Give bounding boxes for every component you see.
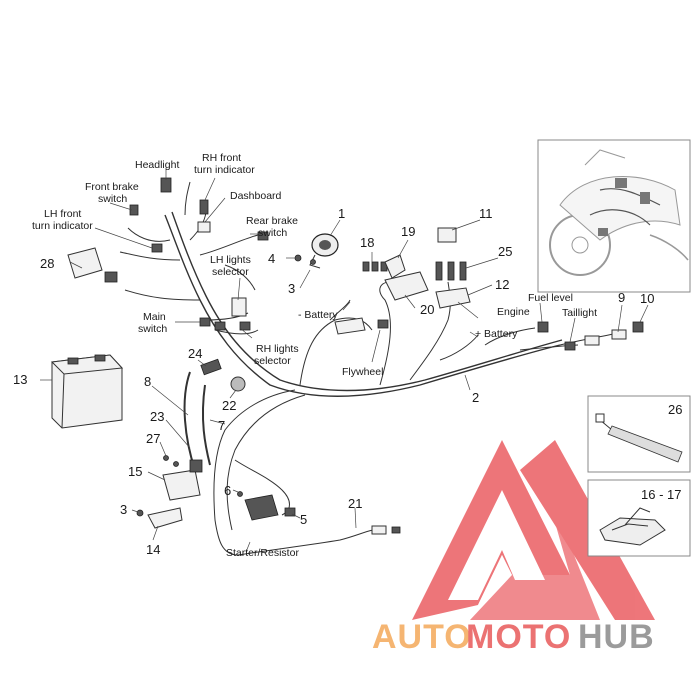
label-plus-battery: + Battery <box>475 328 518 340</box>
label-lh-lights-2: selector <box>212 266 249 278</box>
label-lh-front-2: turn indicator <box>32 220 93 232</box>
taillight-connector <box>564 341 576 351</box>
callout-24: 24 <box>188 346 202 361</box>
callout-4: 4 <box>268 251 275 266</box>
watermark-auto: AUTO <box>372 618 472 656</box>
inset-part-26 <box>587 395 691 473</box>
label-engine: Engine <box>497 306 530 318</box>
fuel-level-connector <box>537 321 549 333</box>
label-rh-front-2: turn indicator <box>194 164 255 176</box>
label-minus-battery: - Battery <box>298 309 338 321</box>
callout-18: 18 <box>360 235 374 250</box>
callout-10: 10 <box>640 291 654 306</box>
rh-turn-connector <box>199 199 209 215</box>
callout-16-17: 16 - 17 <box>641 487 681 502</box>
label-taillight: Taillight <box>562 307 597 319</box>
battery-13 <box>50 354 124 429</box>
watermark-moto: MOTO <box>466 618 571 656</box>
callout-21: 21 <box>348 496 362 511</box>
cable-21 <box>371 525 401 535</box>
callout-13: 13 <box>13 372 27 387</box>
relay-11 <box>437 227 457 243</box>
callout-1: 1 <box>338 206 345 221</box>
callout-25: 25 <box>498 244 512 259</box>
callout-11: 11 <box>479 206 493 221</box>
bike-overview-inset <box>537 139 691 293</box>
callout-19: 19 <box>401 224 415 239</box>
callout-5: 5 <box>300 512 307 527</box>
leader-lines <box>40 168 649 553</box>
callout-14: 14 <box>146 542 160 557</box>
bracket-14 <box>136 507 183 529</box>
callout-26: 26 <box>668 402 682 417</box>
callout-27: 27 <box>146 431 160 446</box>
callout-numbers: 1 2 3 3 4 5 6 7 8 9 10 11 12 13 14 15 18… <box>13 206 682 557</box>
callout-8: 8 <box>144 374 151 389</box>
label-front-brake-1: Front brake <box>85 181 139 193</box>
main-switch-connector <box>199 317 211 327</box>
headlight-connector <box>160 177 172 193</box>
relays-25-12 <box>435 261 471 309</box>
label-main-switch-1: Main <box>143 311 166 323</box>
label-rh-lights-1: RH lights <box>256 343 299 355</box>
component-labels: Headlight RH front turn indicator Front … <box>32 152 597 559</box>
watermark-hub: HUB <box>578 618 655 656</box>
callout-7: 7 <box>218 418 225 433</box>
hoses-8-23-24 <box>183 358 246 471</box>
fuse-box-19 <box>384 254 429 301</box>
rh-lights-connector <box>239 321 251 331</box>
lh-lights-connector <box>231 297 247 317</box>
label-lh-front-1: LH front <box>44 208 81 220</box>
watermark-text: AUTO MOTO HUB <box>372 618 655 656</box>
callout-3b: 3 <box>120 502 127 517</box>
callout-23: 23 <box>150 409 164 424</box>
flywheel-connector <box>334 317 389 335</box>
label-fuel-level: Fuel level <box>528 292 573 304</box>
label-main-switch-2: switch <box>138 323 167 335</box>
label-headlight: Headlight <box>135 159 179 171</box>
callout-2: 2 <box>472 390 479 405</box>
screws-27 <box>163 455 169 461</box>
lh-turn-connector <box>151 243 163 253</box>
callout-6: 6 <box>224 483 231 498</box>
callout-12: 12 <box>495 277 509 292</box>
label-flywheel: Flywheel <box>342 366 383 378</box>
label-starter-resistor: Starter/Resistor <box>226 547 299 559</box>
horn-1 <box>309 233 339 269</box>
coil-15 <box>162 459 203 501</box>
front-brake-connector <box>129 204 139 216</box>
callout-9: 9 <box>618 290 625 305</box>
component-28 <box>67 247 118 283</box>
callout-3a: 3 <box>288 281 295 296</box>
connector-9-10 <box>584 321 644 346</box>
inset-part-16-17 <box>587 479 691 557</box>
starter-relay-5 <box>237 491 296 521</box>
callout-22: 22 <box>222 398 236 413</box>
dashboard-connector <box>197 221 211 233</box>
callout-28: 28 <box>40 256 54 271</box>
label-rh-lights-2: selector <box>254 355 291 367</box>
label-lh-lights-1: LH lights <box>210 254 251 266</box>
label-dashboard: Dashboard <box>230 190 282 202</box>
fuses-18 <box>362 261 388 272</box>
label-rh-front-1: RH front <box>202 152 241 164</box>
callout-20: 20 <box>420 302 434 317</box>
label-rear-brake-1: Rear brake <box>246 215 298 227</box>
label-front-brake-2: switch <box>98 193 127 205</box>
label-rear-brake-2: switch <box>258 227 287 239</box>
callout-15: 15 <box>128 464 142 479</box>
rear-brake-connector <box>257 231 269 241</box>
